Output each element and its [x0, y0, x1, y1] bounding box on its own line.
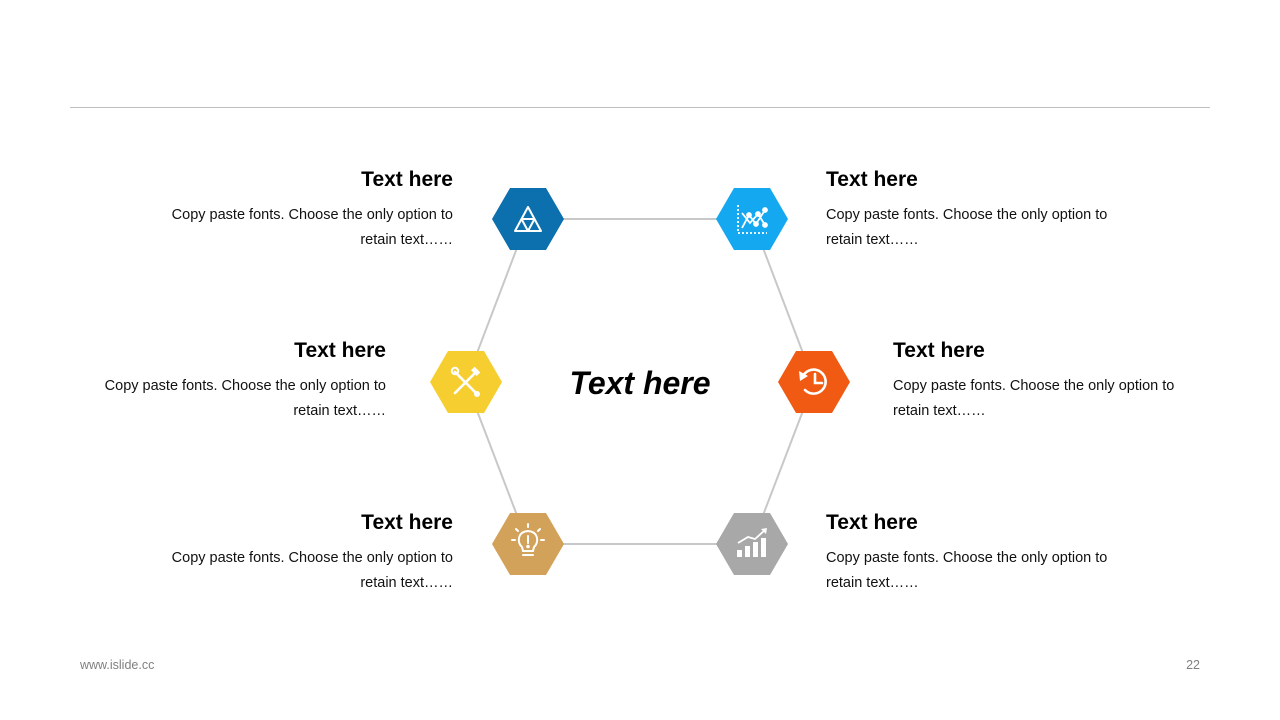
block-description: Copy paste fonts. Choose the only option…	[86, 374, 386, 424]
block-description-line: retain text……	[893, 403, 986, 419]
text-block-top-left: Text here Copy paste fonts. Choose the o…	[153, 167, 453, 253]
lightbulb-icon	[511, 523, 545, 556]
history-icon	[799, 368, 827, 395]
block-description-line: retain text……	[360, 232, 453, 248]
footer-website: www.islide.cc	[80, 658, 155, 672]
block-title: Text here	[294, 339, 386, 362]
page-number: 22	[1186, 658, 1200, 672]
block-description: Copy paste fonts. Choose the only option…	[893, 374, 1193, 424]
text-block-bottom-left: Text here Copy paste fonts. Choose the o…	[153, 510, 453, 596]
node-middle-left	[430, 351, 502, 413]
node-middle-right	[778, 351, 850, 413]
block-description-line: Copy paste fonts. Choose the only option…	[171, 207, 453, 223]
block-description-line: Copy paste fonts. Choose the only option…	[171, 550, 453, 566]
line-chart-icon	[737, 205, 768, 234]
block-description-line: retain text……	[293, 403, 386, 419]
block-title: Text here	[361, 511, 453, 534]
text-block-middle-right: Text here Copy paste fonts. Choose the o…	[893, 338, 1193, 424]
text-block-middle-left: Text here Copy paste fonts. Choose the o…	[86, 338, 386, 424]
block-description-line: retain text……	[826, 575, 919, 591]
node-bottom-right	[716, 513, 788, 575]
node-top-left	[492, 188, 564, 250]
block-description-line: retain text……	[360, 575, 453, 591]
text-block-top-right: Text here Copy paste fonts. Choose the o…	[826, 167, 1126, 253]
bar-chart-icon	[737, 528, 767, 557]
block-description-line: Copy paste fonts. Choose the only option…	[893, 378, 1175, 394]
text-block-bottom-right: Text here Copy paste fonts. Choose the o…	[826, 510, 1126, 596]
block-description-line: Copy paste fonts. Choose the only option…	[826, 550, 1108, 566]
block-description: Copy paste fonts. Choose the only option…	[826, 203, 1126, 253]
header-divider	[70, 107, 1210, 108]
block-description: Copy paste fonts. Choose the only option…	[153, 546, 453, 596]
block-title: Text here	[893, 339, 985, 362]
triangle-icon	[514, 206, 542, 232]
block-title: Text here	[826, 511, 918, 534]
block-title: Text here	[826, 168, 918, 191]
block-description: Copy paste fonts. Choose the only option…	[826, 546, 1126, 596]
block-description-line: Copy paste fonts. Choose the only option…	[826, 207, 1108, 223]
node-bottom-left	[492, 513, 564, 575]
block-description: Copy paste fonts. Choose the only option…	[153, 203, 453, 253]
block-title: Text here	[361, 168, 453, 191]
tools-icon	[450, 366, 481, 397]
block-description-line: Copy paste fonts. Choose the only option…	[104, 378, 386, 394]
node-top-right	[716, 188, 788, 250]
hexagon-bottom-right	[716, 513, 788, 575]
block-description-line: retain text……	[826, 232, 919, 248]
center-title: Text here	[569, 365, 711, 401]
